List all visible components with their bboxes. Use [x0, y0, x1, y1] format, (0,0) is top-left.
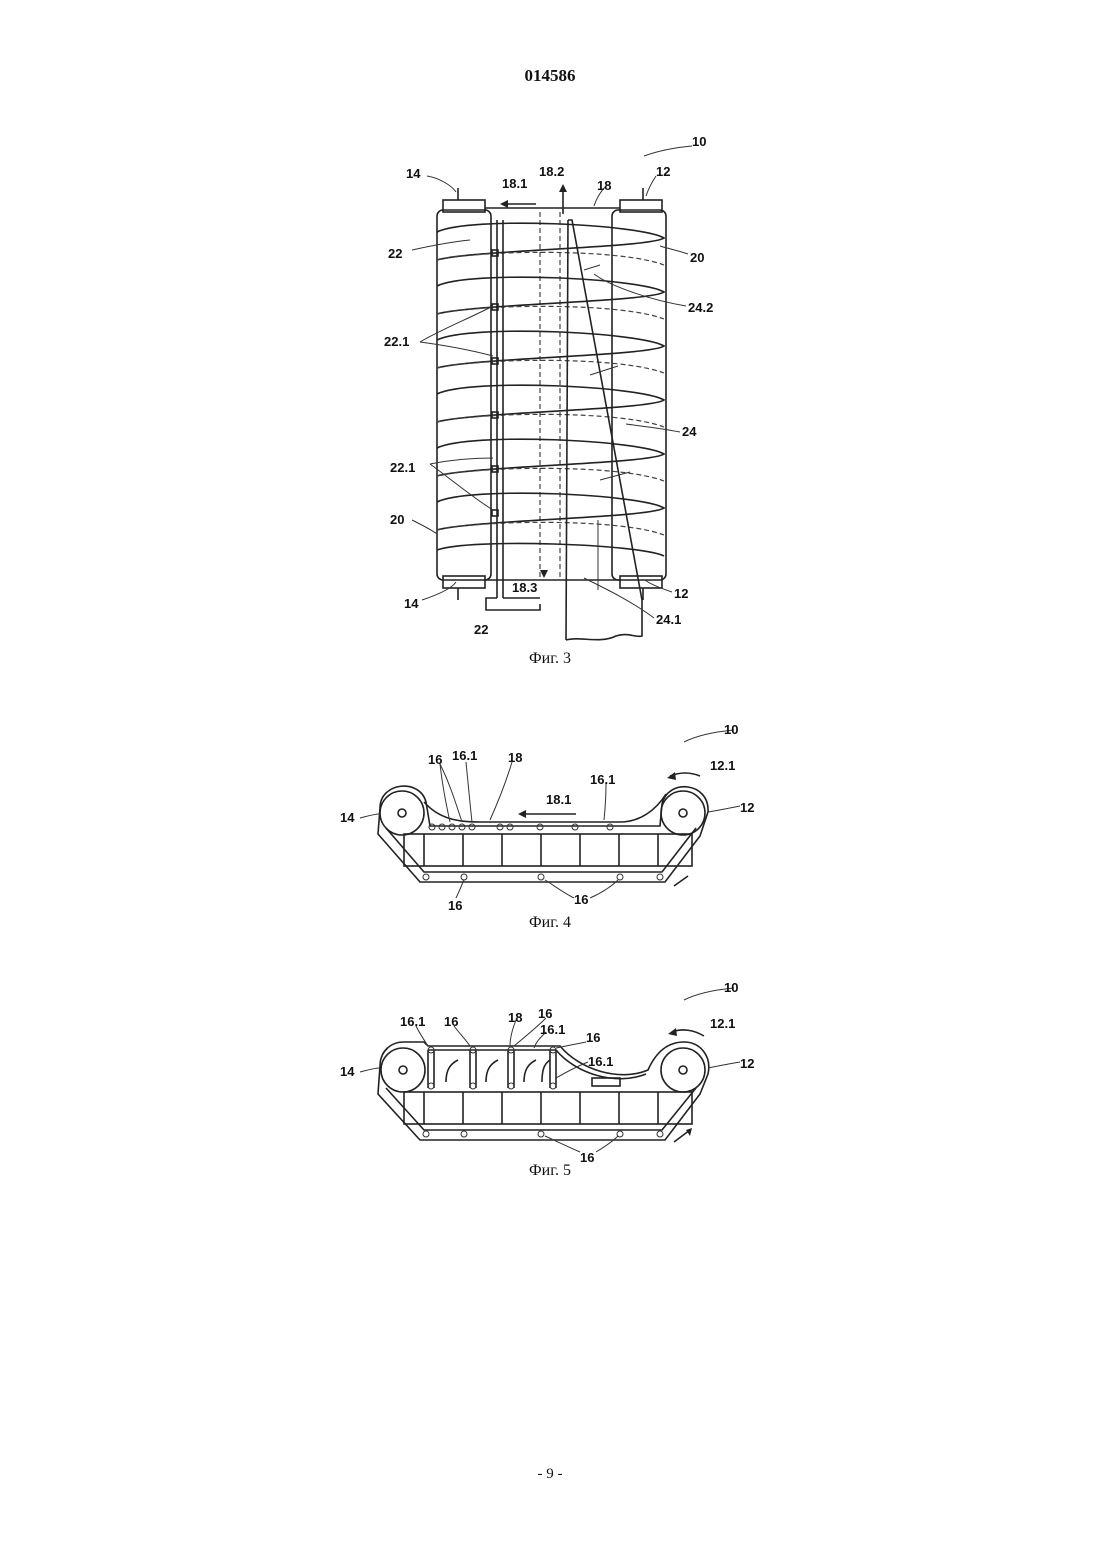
fig5-label-12-1: 12.1 [710, 1016, 735, 1031]
fig3-label-24-1: 24.1 [656, 612, 681, 627]
fig3-label-14: 14 [406, 166, 421, 181]
document-number: 014586 [0, 66, 1100, 86]
figure-3-caption: Фиг. 3 [0, 650, 1100, 668]
fig3-label-22-bottom: 22 [474, 622, 488, 637]
fig4-label-18-1: 18.1 [546, 792, 571, 807]
fig3-label-10: 10 [692, 134, 706, 149]
fig4-label-12: 12 [740, 800, 754, 815]
fig5-label-16-1-left: 16.1 [400, 1014, 425, 1029]
fig5-label-16-1-right: 16.1 [588, 1054, 613, 1069]
page-number: - 9 - [0, 1466, 1100, 1483]
fig5-label-10: 10 [724, 980, 738, 995]
figure-3-drawing: 10 14 18.1 18.2 18 12 22 20 24.2 22.1 24… [0, 120, 1100, 650]
figure-4-drawing: 10 16 16.1 18 16.1 12.1 18.1 14 12 16 16 [0, 712, 1100, 912]
fig3-label-20-left: 20 [390, 512, 404, 527]
fig4-label-14: 14 [340, 810, 355, 825]
fig4-label-12-1: 12.1 [710, 758, 735, 773]
fig3-label-22-1-lower: 22.1 [390, 460, 415, 475]
helix-20 [437, 223, 664, 556]
figure-5-drawing: 10 16.1 16 18 16 16.1 16 16.1 12.1 14 12… [0, 970, 1100, 1170]
fig5-label-14: 14 [340, 1064, 355, 1079]
fig3-label-18-2: 18.2 [539, 164, 564, 179]
fig5-label-16-1-top: 16.1 [540, 1022, 565, 1037]
fig5-label-12: 12 [740, 1056, 754, 1071]
fig4-label-16-top: 16 [428, 752, 442, 767]
figure-4: 10 16 16.1 18 16.1 12.1 18.1 14 12 16 16 [0, 712, 1100, 912]
chain-links-top [429, 824, 613, 830]
fig3-label-18-1: 18.1 [502, 176, 527, 191]
fig3-label-22-1-upper: 22.1 [384, 334, 409, 349]
fig3-label-18: 18 [597, 178, 611, 193]
fig3-label-24: 24 [682, 424, 697, 439]
fig5-label-16-right: 16 [586, 1030, 600, 1045]
fig4-label-16-1-right: 16.1 [590, 772, 615, 787]
fig4-label-10: 10 [724, 722, 738, 737]
fig4-label-18: 18 [508, 750, 522, 765]
chain-links-bottom [423, 874, 663, 880]
fig5-label-18: 18 [508, 1010, 522, 1025]
fig3-label-14-bottom: 14 [404, 596, 419, 611]
figure-3: 10 14 18.1 18.2 18 12 22 20 24.2 22.1 24… [0, 120, 1100, 650]
helix-back [437, 252, 664, 535]
fig3-label-24-2: 24.2 [688, 300, 713, 315]
fig4-label-16-bottom-left: 16 [448, 898, 462, 912]
fig3-label-20-right: 20 [690, 250, 704, 265]
fig4-label-16-bottom: 16 [574, 892, 588, 907]
fig3-label-18-3: 18.3 [512, 580, 537, 595]
figure-5: 10 16.1 16 18 16 16.1 16 16.1 12.1 14 12… [0, 970, 1100, 1170]
fig3-label-12-top: 12 [656, 164, 670, 179]
web-24 [566, 220, 642, 640]
figure-4-caption: Фиг. 4 [0, 914, 1100, 932]
figure-5-caption: Фиг. 5 [0, 1162, 1100, 1180]
fig4-label-16-1-left: 16.1 [452, 748, 477, 763]
fig5-label-16-left: 16 [444, 1014, 458, 1029]
fig3-label-22-top: 22 [388, 246, 402, 261]
fig3-label-12-bottom: 12 [674, 586, 688, 601]
raised-struts [428, 1050, 556, 1088]
fig5-label-16-top: 16 [538, 1006, 552, 1021]
lift-arrows [446, 1060, 550, 1082]
